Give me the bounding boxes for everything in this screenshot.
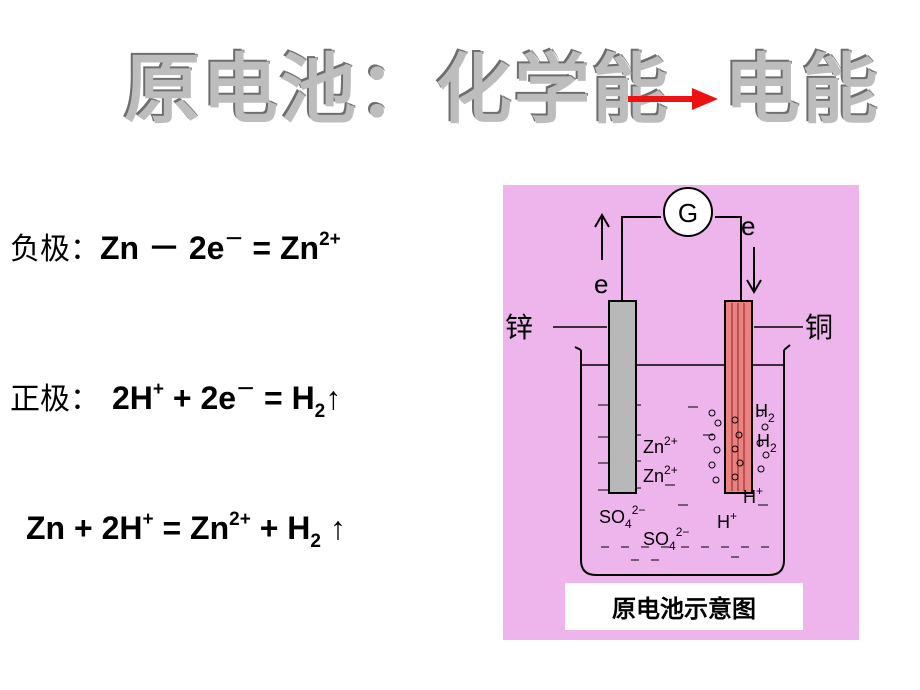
total-reaction-equation: Zn + 2H+ = Zn2+ + H2 ↑ [26,509,346,551]
negative-electrode-equation: 负极：Zn － 2e－ = Zn2+ [10,229,341,267]
eq-part: + 2e [164,380,237,416]
eq-sup: + [142,509,154,530]
electron-flow-up-arrow-icon [594,213,610,260]
caption-box [565,583,803,630]
zinc-electrode [608,300,637,494]
eq-part: Zn + 2H [26,510,143,546]
external-wire [621,216,742,301]
cell-drawing: 原电池示意图 G [505,187,833,630]
caption: 原电池示意图 [612,595,756,623]
galvanometer: G [663,187,713,237]
eq-part: = H [255,380,315,416]
title-left: 原电池：化学能 [124,45,670,134]
beaker [574,344,791,576]
sulfate-ion-label: SO42− [643,525,689,553]
right-arrow-icon [628,88,718,110]
eq-part: + H [250,510,311,546]
eq-sub: 2 [314,401,326,422]
electron-label-left: e [594,269,608,299]
positive-electrode-label: 正极： [10,382,100,417]
electron-flow-down-arrow-icon [746,247,762,294]
eq-part: 2H [112,380,153,416]
hydrogen-ion-label: H+ [717,509,737,532]
copper-electrode [724,300,753,494]
copper-label: 铜 [805,311,833,344]
electron-label-right: e [741,211,755,241]
eq-sup: － [236,379,256,400]
eq-sup: 2+ [229,509,251,530]
sulfate-ion-label: SO42− [599,503,645,531]
eq-part: ↑ [325,380,342,416]
eq-part: Zn － 2e [100,230,225,266]
eq-sup: + [152,379,165,400]
eq-part: ↑ [320,510,346,546]
zinc-label: 锌 [505,311,533,344]
negative-electrode-label: 负极： [10,232,100,267]
hydrogen-ion-label: H+ [743,484,763,507]
eq-sub: 2 [310,531,321,552]
hydrogen-gas-label: H2 [757,431,777,455]
hydrogen-gas-label: H2 [755,401,775,425]
zinc-ion-label: Zn2+ [643,434,678,457]
galvanometer-label: G [678,198,698,228]
eq-sup: 2+ [319,229,341,250]
positive-electrode-equation: 正极： 2H+ + 2e－ = H2↑ [10,379,342,421]
title-right: 电能 [724,45,880,134]
hydrogen-bubbles [708,409,770,484]
galvanic-cell-diagram: 原电池示意图 G [503,185,859,640]
eq-part: = Zn [243,230,320,266]
eq-sup: － [224,229,244,250]
eq-part: = Zn [153,510,230,546]
zinc-ion-label: Zn2+ [643,463,678,486]
